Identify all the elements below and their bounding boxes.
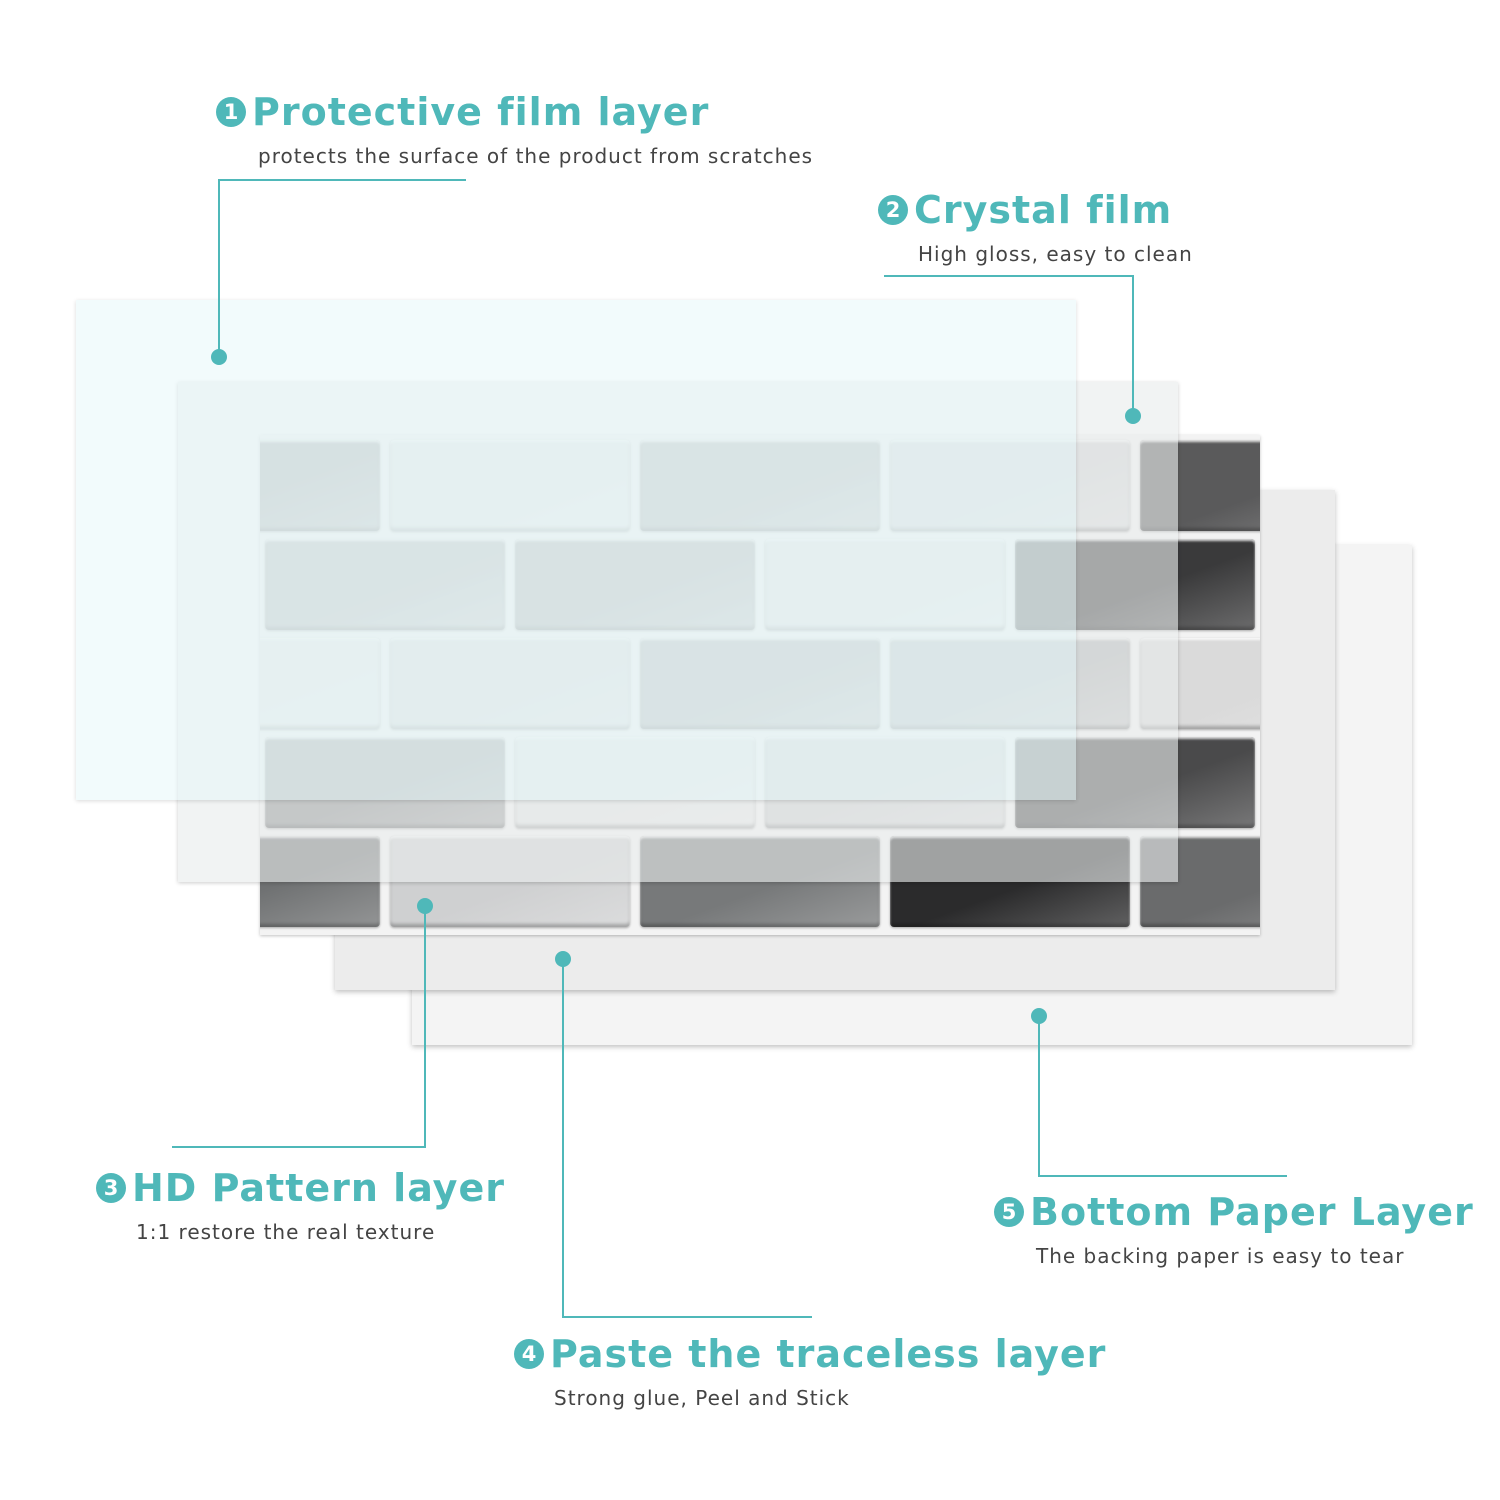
connector-line-2: [884, 275, 1133, 277]
connector-dot-1: [211, 349, 227, 365]
layer-description-3: 1:1 restore the real texture: [136, 1220, 436, 1244]
number-badge-3: 3: [96, 1173, 126, 1203]
layer-description-1: protects the surface of the product from…: [258, 144, 814, 168]
number-badge-5: 5: [994, 1197, 1024, 1227]
connector-line-3: [424, 906, 426, 1148]
connector-line-4: [562, 959, 564, 1317]
protective-film-layer: [76, 300, 1076, 800]
layer-description-5: The backing paper is easy to tear: [1036, 1244, 1405, 1268]
connector-line-1: [218, 179, 466, 181]
layer-title-5: Bottom Paper Layer: [1030, 1190, 1474, 1234]
layer-title-4: Paste the traceless layer: [550, 1332, 1107, 1376]
connector-line-3: [172, 1146, 426, 1148]
connector-line-5: [1038, 1016, 1040, 1176]
connector-line-5: [1038, 1175, 1287, 1177]
connector-line-1: [218, 179, 220, 357]
layer-description-4: Strong glue, Peel and Stick: [554, 1386, 850, 1410]
connector-line-4: [562, 1316, 812, 1318]
connector-dot-2: [1125, 408, 1141, 424]
connector-line-2: [1132, 275, 1134, 416]
crystal-film-layer: [178, 382, 1178, 882]
number-badge-1: 1: [216, 97, 246, 127]
layer-title-3: HD Pattern layer: [132, 1166, 505, 1210]
layer-description-2: High gloss, easy to clean: [918, 242, 1193, 266]
layer-title-1: Protective film layer: [252, 90, 710, 134]
layer-title-2: Crystal film: [914, 188, 1173, 232]
number-badge-4: 4: [514, 1339, 544, 1369]
number-badge-2: 2: [878, 195, 908, 225]
